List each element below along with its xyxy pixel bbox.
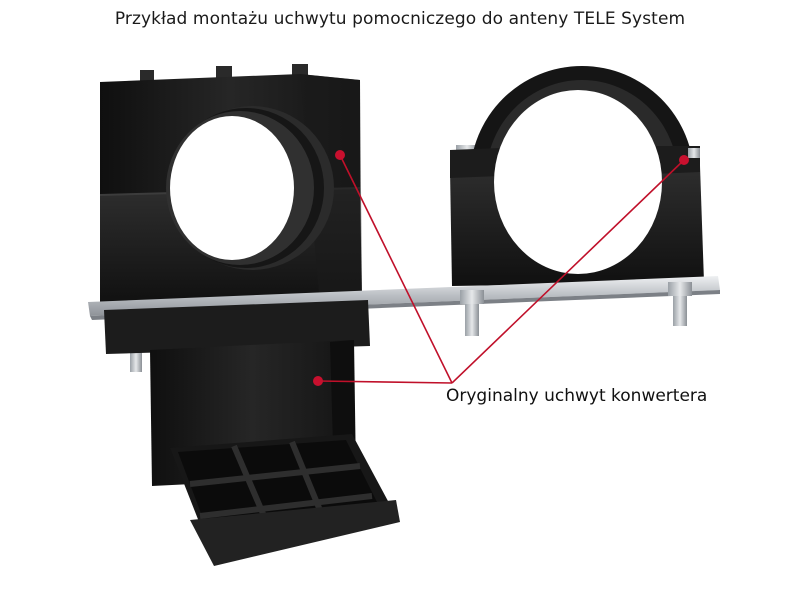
large-clamp — [99, 64, 362, 306]
lnb-holder — [104, 300, 400, 566]
photo-caption: Przykład montażu uchwytu pomocniczego do… — [114, 9, 686, 29]
callout-dots — [313, 150, 689, 386]
small-clamp — [450, 66, 704, 290]
callout-dot-lnb-holder — [313, 376, 323, 386]
callout-lines — [317, 154, 685, 384]
bolts — [130, 282, 692, 372]
callout-dot-large-clamp — [335, 150, 345, 160]
callout-label: Oryginalny uchwyt konwertera — [446, 386, 708, 406]
callout-dot-small-clamp — [679, 155, 689, 165]
